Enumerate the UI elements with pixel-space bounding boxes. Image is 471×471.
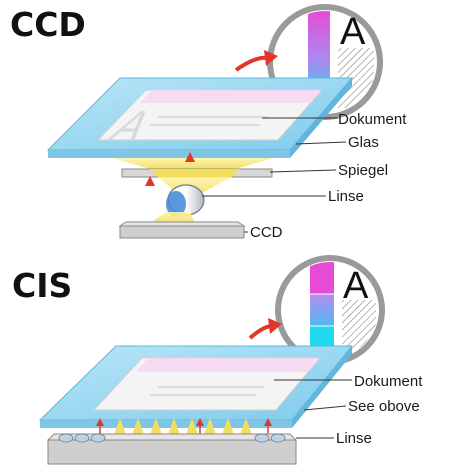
ccd-label-linse: Linse xyxy=(328,188,364,205)
cis-color-strip xyxy=(310,262,334,358)
ccd-beam-arrow xyxy=(185,152,195,162)
ccd-labels: Dokument Glas Spiegel Linse CCD xyxy=(202,111,407,241)
cis-document: A xyxy=(92,357,322,411)
ccd-magnified-letter: A xyxy=(340,11,366,53)
ccd-zoom-arrow xyxy=(234,55,269,72)
cis-label-see-above: See obove xyxy=(348,398,420,415)
cis-label-dokument: Dokument xyxy=(354,373,423,390)
ccd-title: CCD xyxy=(10,5,86,44)
cis-zoom-arrow xyxy=(248,324,273,340)
cis-zoom-arrowhead xyxy=(268,318,282,334)
ccd-label-dokument: Dokument xyxy=(338,111,407,128)
cis-title: CIS xyxy=(12,266,72,305)
cis-label-linse: Linse xyxy=(336,430,372,447)
ccd-zoom-arrowhead xyxy=(264,50,278,66)
cis-sensor-bar xyxy=(46,433,298,465)
ccd-lens xyxy=(166,184,205,217)
ccd-beam-arrow-2 xyxy=(145,176,155,186)
ccd-label-spiegel: Spiegel xyxy=(338,162,388,179)
ccd-light-beam xyxy=(112,158,274,170)
ccd-label-sensor: CCD xyxy=(250,224,283,241)
ccd-label-glas: Glas xyxy=(348,134,379,151)
cis-lens-beads xyxy=(58,433,286,443)
ccd-mirror xyxy=(121,168,273,178)
cis-magnified-letter: A xyxy=(343,265,369,307)
cis-labels: Dokument See obove Linse xyxy=(274,373,423,447)
ccd-sensor xyxy=(118,221,246,239)
